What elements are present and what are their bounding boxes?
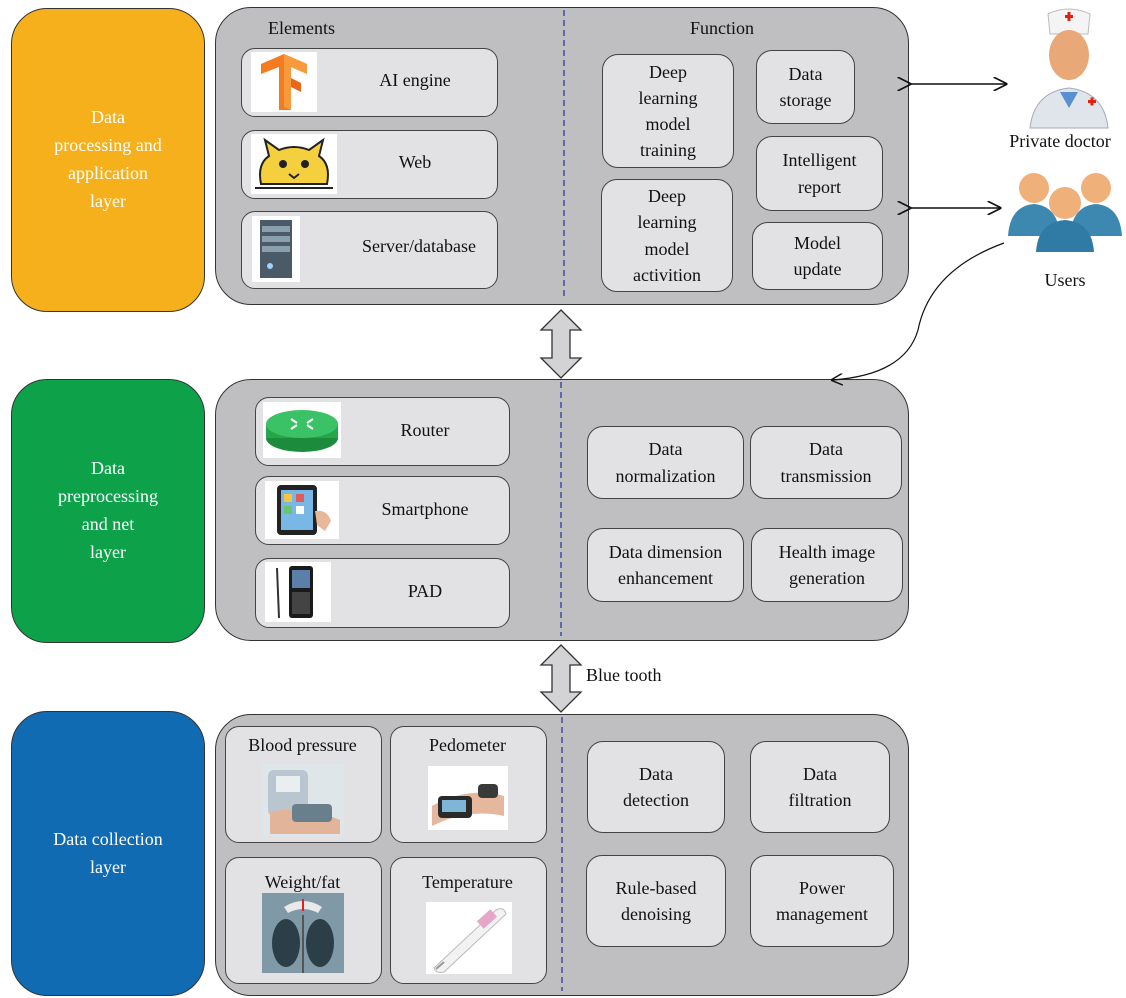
- double-arrow-net-collection: [539, 644, 583, 713]
- function-dl-activition: Deep learning model activition: [601, 179, 733, 292]
- function-intelligent-report: Intelligent report: [756, 136, 883, 211]
- element-router-label: Router: [400, 420, 450, 440]
- function-denoising: Rule-based denoising: [586, 855, 726, 947]
- function-power: Power management: [750, 855, 894, 947]
- function-dimension-text: Data dimension enhancement: [608, 541, 723, 588]
- function-health-image: Health image generation: [751, 528, 903, 602]
- elements-heading: Elements: [268, 18, 335, 38]
- tablet-icon: [265, 481, 339, 539]
- device-weight-fat-label: Weight/fat: [264, 872, 341, 892]
- function-detection-text: Data detection: [623, 763, 689, 810]
- function-model-update: Model update: [752, 222, 883, 290]
- function-transmission: Data transmission: [750, 426, 902, 499]
- function-detection: Data detection: [587, 741, 725, 833]
- layer-application-text: Data processing and application layer: [54, 107, 162, 211]
- device-blood-pressure-label: Blood pressure: [248, 735, 357, 755]
- function-model-update-text: Model update: [793, 232, 842, 279]
- function-dl-training: Deep learning model training: [602, 54, 734, 168]
- function-dl-training-text: Deep learning model training: [638, 61, 698, 161]
- double-arrow-app-net: [539, 309, 583, 379]
- bluetooth-label: Blue tooth: [586, 665, 662, 685]
- users-icon: [1008, 173, 1122, 252]
- element-pad-label: PAD: [407, 581, 443, 601]
- function-intelligent-report-text: Intelligent report: [782, 150, 857, 197]
- blood-pressure-photo: [262, 764, 344, 836]
- function-health-image-text: Health image generation: [778, 541, 876, 588]
- function-denoising-text: Rule-based denoising: [615, 877, 697, 924]
- scale-photo: [262, 893, 344, 973]
- layer-label-net: Data preprocessing and net layer: [11, 379, 205, 643]
- device-pedometer-label: Pedometer: [429, 735, 506, 755]
- curved-arrow-users-net: [832, 242, 1005, 380]
- function-filtration-text: Data filtration: [788, 763, 852, 810]
- function-normalization-text: Data normalization: [615, 439, 716, 486]
- thermometer-photo: [426, 902, 512, 974]
- actor-doctor-label: Private doctor: [1009, 131, 1111, 151]
- doctor-icon: [1029, 8, 1109, 129]
- layer-label-collection: Data collection layer: [11, 711, 205, 996]
- element-ai-engine-label: AI engine: [379, 70, 451, 90]
- function-dimension: Data dimension enhancement: [587, 528, 744, 602]
- pedometer-photo: [428, 766, 508, 830]
- router-icon: [263, 402, 341, 458]
- pad-phone-icon: [265, 562, 331, 622]
- tomcat-logo: [251, 134, 337, 194]
- element-smartphone-label: Smartphone: [381, 499, 469, 519]
- function-power-text: Power management: [776, 877, 868, 924]
- layer-collection-text: Data collection layer: [53, 828, 163, 877]
- actor-users-label: Users: [1044, 270, 1086, 290]
- function-filtration: Data filtration: [750, 741, 890, 833]
- function-transmission-text: Data transmission: [780, 439, 872, 486]
- function-normalization: Data normalization: [587, 426, 744, 499]
- server-icon: [252, 216, 300, 282]
- device-temperature-label: Temperature: [422, 872, 513, 892]
- layer-label-application: Data processing and application layer: [11, 8, 205, 312]
- function-heading: Function: [690, 18, 755, 38]
- function-data-storage: Data storage: [756, 50, 855, 124]
- function-dl-activition-text: Deep learning model activition: [633, 186, 701, 285]
- function-data-storage-text: Data storage: [779, 63, 832, 110]
- tensorflow-logo: [251, 52, 317, 112]
- element-server-label: Server/database: [362, 236, 476, 256]
- element-web-label: Web: [398, 152, 432, 172]
- layer-net-text: Data preprocessing and net layer: [58, 458, 158, 562]
